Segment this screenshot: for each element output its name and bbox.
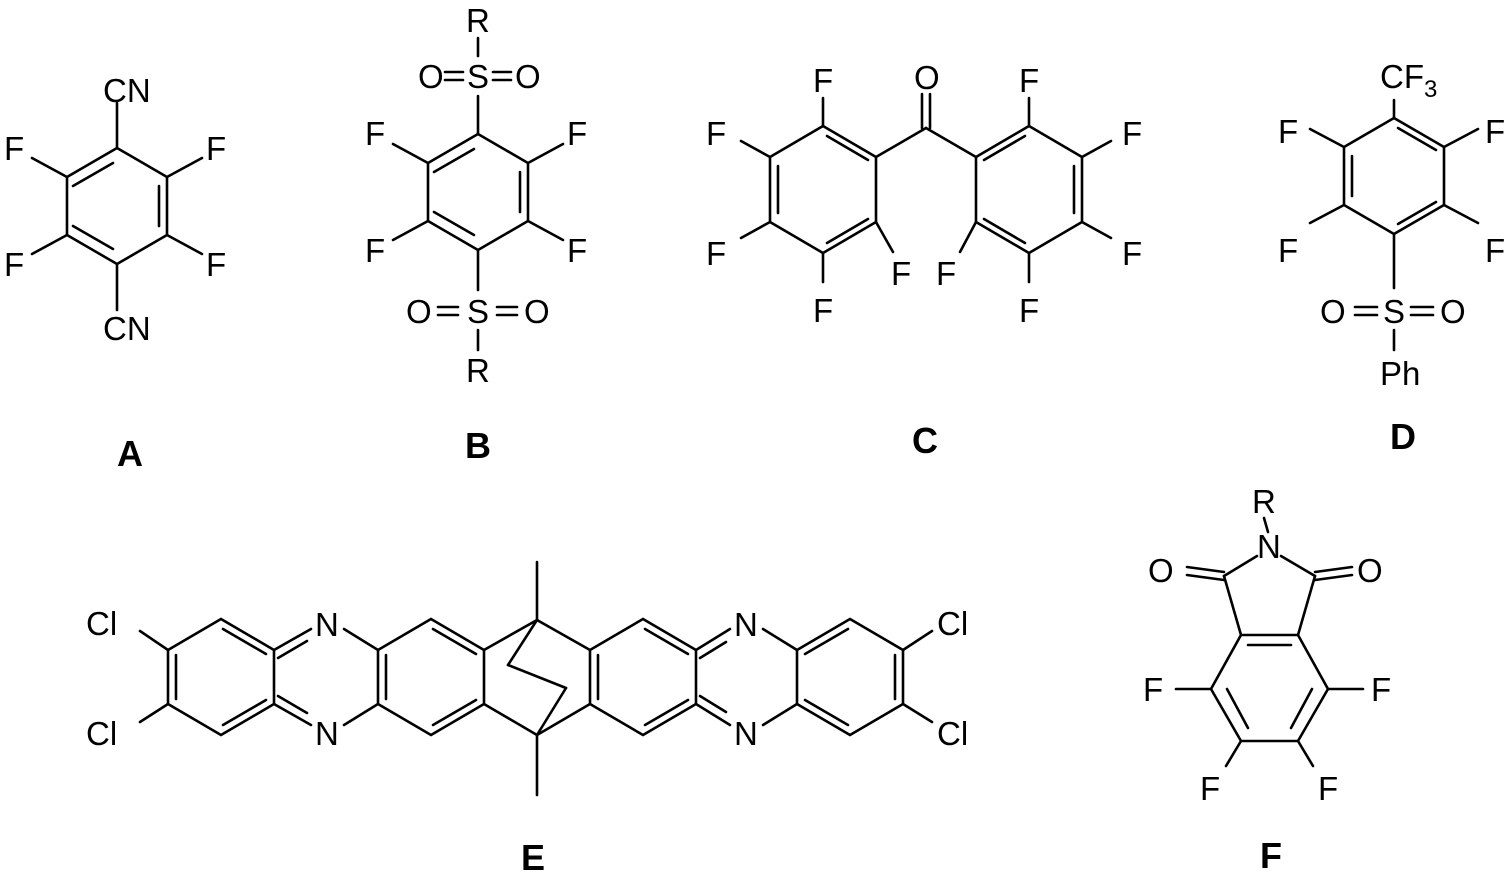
oxygen-label: O bbox=[1440, 293, 1466, 330]
nitrogen-label: N bbox=[734, 715, 758, 752]
sulfur-label: S bbox=[467, 58, 489, 95]
fluorine-label: F bbox=[813, 292, 833, 329]
fluorine-label: F bbox=[1200, 770, 1220, 807]
fluorine-label: F bbox=[567, 232, 587, 269]
r-group-label: R bbox=[466, 2, 490, 39]
compound-E-caption: E bbox=[521, 837, 545, 875]
phenyl-label: Ph bbox=[1380, 355, 1420, 392]
compound-B: R S O O F F F F S O O R B bbox=[365, 2, 587, 466]
fluorine-label: F bbox=[1371, 671, 1391, 708]
fluorine-label: F bbox=[365, 115, 385, 152]
fluorine-label: F bbox=[1122, 235, 1142, 272]
compound-F-caption: F bbox=[1260, 835, 1282, 875]
oxygen-label: O bbox=[406, 293, 432, 330]
compound-F: R N O O F F F F F bbox=[1143, 483, 1391, 875]
fluorine-label: F bbox=[1143, 671, 1163, 708]
fluorine-label: F bbox=[4, 130, 24, 167]
nitrogen-label: N bbox=[734, 606, 758, 643]
sulfur-label: S bbox=[1383, 293, 1405, 330]
compound-E-bonds bbox=[138, 560, 934, 797]
compound-A-caption: A bbox=[117, 433, 143, 474]
cn-bottom-label: CN bbox=[103, 310, 151, 347]
compound-B-bonds bbox=[391, 36, 565, 352]
fluorine-label: F bbox=[4, 246, 24, 283]
compound-C: O F F F F F F F F F F C bbox=[706, 59, 1142, 461]
fluorine-label: F bbox=[891, 255, 911, 292]
oxygen-label: O bbox=[1320, 293, 1346, 330]
compound-D-bonds bbox=[1308, 98, 1480, 352]
compound-A: CN CN F F F F A bbox=[4, 72, 226, 474]
fluorine-label: F bbox=[365, 232, 385, 269]
nitrogen-label: N bbox=[315, 606, 339, 643]
fluorine-label: F bbox=[1485, 232, 1505, 269]
r-group-label: R bbox=[1252, 483, 1276, 520]
fluorine-label: F bbox=[936, 255, 956, 292]
fluorine-label: F bbox=[1019, 292, 1039, 329]
chlorine-label: Cl bbox=[86, 605, 117, 642]
fluorine-label: F bbox=[1318, 770, 1338, 807]
compound-F-bonds bbox=[1174, 516, 1365, 768]
oxygen-label: O bbox=[515, 58, 541, 95]
fluorine-label: F bbox=[706, 115, 726, 152]
compound-D-caption: D bbox=[1390, 416, 1416, 457]
compound-A-bonds bbox=[30, 101, 204, 312]
chlorine-label: Cl bbox=[937, 605, 968, 642]
compound-B-caption: B bbox=[465, 425, 491, 466]
fluorine-label: F bbox=[813, 62, 833, 99]
fluorine-label: F bbox=[1485, 113, 1505, 150]
nitrogen-label: N bbox=[1257, 528, 1281, 565]
cn-top-label: CN bbox=[103, 72, 151, 109]
fluorine-label: F bbox=[206, 246, 226, 283]
cf3-label: CF3 bbox=[1380, 58, 1437, 103]
compound-D: CF3 F F F F S O O Ph D bbox=[1278, 58, 1505, 457]
oxygen-label: O bbox=[1148, 552, 1174, 589]
sulfur-label: S bbox=[467, 293, 489, 330]
fluorine-label: F bbox=[1278, 113, 1298, 150]
fluorine-label: F bbox=[1019, 62, 1039, 99]
compound-C-caption: C bbox=[912, 420, 938, 461]
r-group-label: R bbox=[466, 352, 490, 389]
chlorine-label: Cl bbox=[86, 715, 117, 752]
fluorine-label: F bbox=[1278, 232, 1298, 269]
oxygen-label: O bbox=[418, 58, 444, 95]
chlorine-label: Cl bbox=[937, 715, 968, 752]
oxygen-label: O bbox=[1357, 552, 1383, 589]
oxygen-label: O bbox=[914, 59, 940, 96]
fluorine-label: F bbox=[567, 115, 587, 152]
fluorine-label: F bbox=[206, 130, 226, 167]
fluorine-label: F bbox=[706, 235, 726, 272]
oxygen-label: O bbox=[524, 293, 550, 330]
compound-E: Cl Cl Cl Cl N N N N E bbox=[86, 560, 968, 875]
fluorine-label: F bbox=[1122, 115, 1142, 152]
compound-C-bonds bbox=[739, 92, 1113, 284]
nitrogen-label: N bbox=[315, 715, 339, 752]
